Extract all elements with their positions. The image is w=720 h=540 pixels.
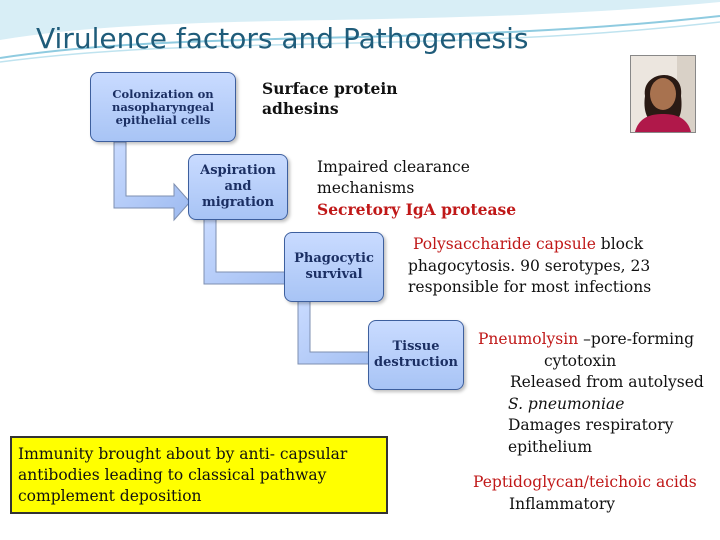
pneumolysin-species: S. pneumoniae — [508, 394, 625, 413]
capsule-line: responsible for most infections — [408, 278, 652, 296]
peptidoglycan-line: Peptidoglycan/teichoic acids — [473, 473, 697, 491]
step-tissue-box: Tissue destruction — [368, 320, 464, 390]
step-phagocytic-line: survival — [305, 267, 363, 282]
pneumolysin-line: cytotoxin — [544, 351, 617, 370]
capsule-rest: block — [595, 235, 644, 253]
page-title: Virulence factors and Pathogenesis — [36, 22, 529, 55]
step-colonization-line: nasopharyngeal — [111, 99, 215, 114]
capsule-line: phagocytosis. 90 serotypes, 23 — [408, 256, 651, 275]
step-colonization-line: epithelial cells — [115, 112, 211, 127]
adhesins-text: Surface protein adhesins — [262, 79, 398, 119]
peptidoglycan-text: Peptidoglycan/teichoic acids Inflammator… — [473, 471, 697, 515]
pneumolysin-lead: Pneumolysin — [478, 330, 579, 348]
clearance-line: mechanisms — [317, 179, 415, 197]
adhesins-line: Surface protein — [262, 79, 398, 98]
pneumolysin-rest: –pore-forming — [578, 330, 695, 348]
capsule-text: Polysaccharide capsule block phagocytosi… — [408, 234, 651, 299]
immunity-box: Immunity brought about by anti- capsular… — [10, 436, 388, 514]
pneumolysin-line: Damages respiratory — [508, 416, 674, 435]
clearance-protease: Secretory IgA protease — [317, 200, 517, 219]
step-phagocytic-line: Phagocytic — [294, 251, 374, 266]
pneumolysin-text: Pneumolysin –pore-forming cytotoxin Rele… — [478, 329, 708, 459]
step-aspiration-line: and — [224, 179, 252, 194]
step-colonization-box: Colonization on nasopharyngeal epithelia… — [90, 72, 236, 142]
clearance-line: Impaired clearance — [317, 158, 470, 176]
step-aspiration-line: migration — [201, 195, 275, 210]
capsule-lead: Polysaccharide capsule — [412, 235, 596, 253]
clearance-text: Impaired clearance mechanisms Secretory … — [317, 157, 516, 221]
peptidoglycan-line: Inflammatory — [509, 495, 616, 513]
step-aspiration-box: Aspiration and migration — [188, 154, 288, 220]
presenter-photo — [630, 55, 696, 133]
arrow-1 — [113, 141, 191, 222]
step-colonization-line: Colonization on — [112, 86, 214, 101]
step-phagocytic-box: Phagocytic survival — [284, 232, 384, 302]
step-tissue-line: destruction — [374, 355, 458, 370]
step-tissue-line: Tissue — [392, 339, 440, 354]
pneumolysin-line: epithelium — [508, 437, 593, 456]
pneumolysin-line: Released from autolysed — [510, 373, 704, 392]
step-aspiration-line: Aspiration — [200, 163, 276, 178]
adhesins-line: adhesins — [262, 99, 339, 118]
header-swoosh-decoration — [0, 0, 720, 63]
